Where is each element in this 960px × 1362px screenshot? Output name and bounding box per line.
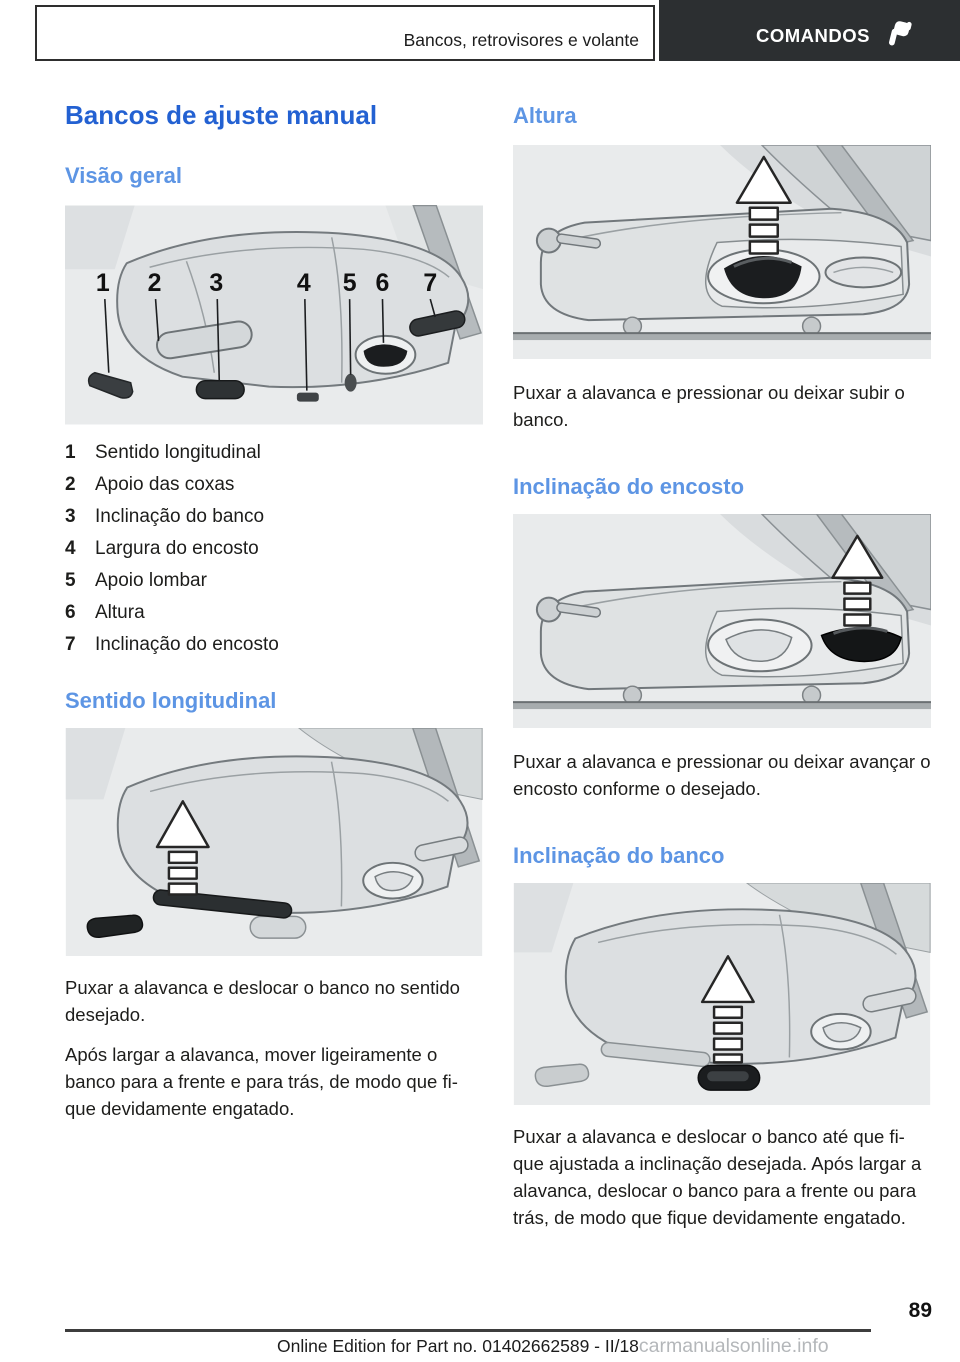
legend-label: Altura <box>95 602 145 623</box>
heading-sentido-longitudinal: Sentido longitudinal <box>65 688 277 713</box>
legend-item: 1 Sentido longitudinal <box>65 437 480 469</box>
banco-paragraph: Puxar a alavanca e deslocar o banco até … <box>513 1126 922 1228</box>
seat-backrest-tilt-figure <box>513 514 931 728</box>
altura-paragraph: Puxar a alavanca e pressionar ou deixar … <box>513 382 905 430</box>
callout-4: 4 <box>297 269 311 297</box>
section-tab: COMANDOS <box>659 0 960 61</box>
overview-legend: 1 Sentido longitudinal 2 Apoio das coxas 3… <box>65 437 480 661</box>
footer-rule <box>65 1329 871 1332</box>
hand-pointer-icon <box>884 17 914 54</box>
up-arrow <box>155 800 210 896</box>
watermark-text: carmanualsonline.info <box>638 1335 829 1357</box>
page-number: 89 <box>908 1299 932 1322</box>
seat-tilt-figure <box>513 883 931 1105</box>
seat-backrest-tilt-illustration <box>513 514 931 728</box>
section-tab-label: COMANDOS <box>756 24 870 46</box>
seat-height-illustration <box>513 145 931 359</box>
legend-item: 4 Largura do encosto <box>65 533 480 565</box>
legend-num: 6 <box>65 602 76 623</box>
legend-num: 3 <box>65 506 76 527</box>
chapter-title: Bancos, retrovisores e volante <box>403 29 639 50</box>
legend-item: 3 Inclinação do banco <box>65 501 480 533</box>
legend-num: 2 <box>65 474 76 495</box>
sentido-paragraph-2: Após largar a alavanca, mover ligeiramen… <box>65 1044 458 1119</box>
legend-label: Apoio das coxas <box>95 474 235 495</box>
callout-7: 7 <box>423 269 437 297</box>
legend-num: 5 <box>65 570 76 591</box>
seat-overview-illustration: 1 2 3 4 5 6 7 <box>65 205 483 425</box>
callout-3: 3 <box>209 269 223 297</box>
page-body: Bancos de ajuste manual Visão geral <box>65 100 931 1231</box>
legend-num: 4 <box>65 538 76 559</box>
seat-height-figure <box>513 145 931 359</box>
heading-visao-geral: Visão geral <box>65 163 182 188</box>
legend-num: 1 <box>65 442 76 463</box>
page-title: Bancos de ajuste manual <box>65 100 378 130</box>
legend-num: 7 <box>65 634 76 655</box>
legend-item: 7 Inclinação do encosto <box>65 629 480 661</box>
legend-label: Apoio lombar <box>95 570 207 591</box>
callout-6: 6 <box>376 269 390 297</box>
callout-1: 1 <box>96 269 110 297</box>
up-arrow <box>831 534 884 627</box>
legend-label: Inclinação do banco <box>95 506 265 527</box>
legend-item: 6 Altura <box>65 597 480 629</box>
page-header: Bancos, retrovisores e volante COMANDOS <box>0 0 960 62</box>
seat-overview-figure: 1 2 3 4 5 6 7 <box>65 205 483 425</box>
encosto-paragraph: Puxar a alavanca e pressionar ou deixar … <box>513 751 931 799</box>
legend-item: 5 Apoio lombar <box>65 565 480 597</box>
callout-5: 5 <box>343 269 357 297</box>
seat-tilt-illustration <box>513 883 931 1105</box>
legend-item: 2 Apoio das coxas <box>65 469 480 501</box>
seat-longitudinal-figure <box>65 728 483 956</box>
legend-label: Inclinação do encosto <box>95 634 279 655</box>
heading-altura: Altura <box>513 103 577 128</box>
right-column: Altura <box>513 100 931 1231</box>
sentido-paragraph-1: Puxar a alavanca e deslocar o banco no s… <box>65 977 460 1025</box>
chapter-title-box: Bancos, retrovisores e volante <box>35 5 655 61</box>
footer-line: Online Edition for Part no. 01402662589 … <box>277 1335 829 1358</box>
seat-longitudinal-illustration <box>65 728 483 956</box>
callout-2: 2 <box>148 269 162 297</box>
legend-label: Largura do encosto <box>95 538 259 559</box>
edition-note: Online Edition for Part no. 01402662589 … <box>277 1336 639 1356</box>
heading-inclinacao-banco: Inclinação do banco <box>513 843 725 868</box>
left-column: Bancos de ajuste manual Visão geral <box>65 100 483 1231</box>
legend-label: Sentido longitudinal <box>95 442 261 463</box>
up-arrow <box>700 955 755 1064</box>
heading-inclinacao-encosto: Inclinação do encosto <box>513 474 745 499</box>
up-arrow <box>735 155 792 255</box>
